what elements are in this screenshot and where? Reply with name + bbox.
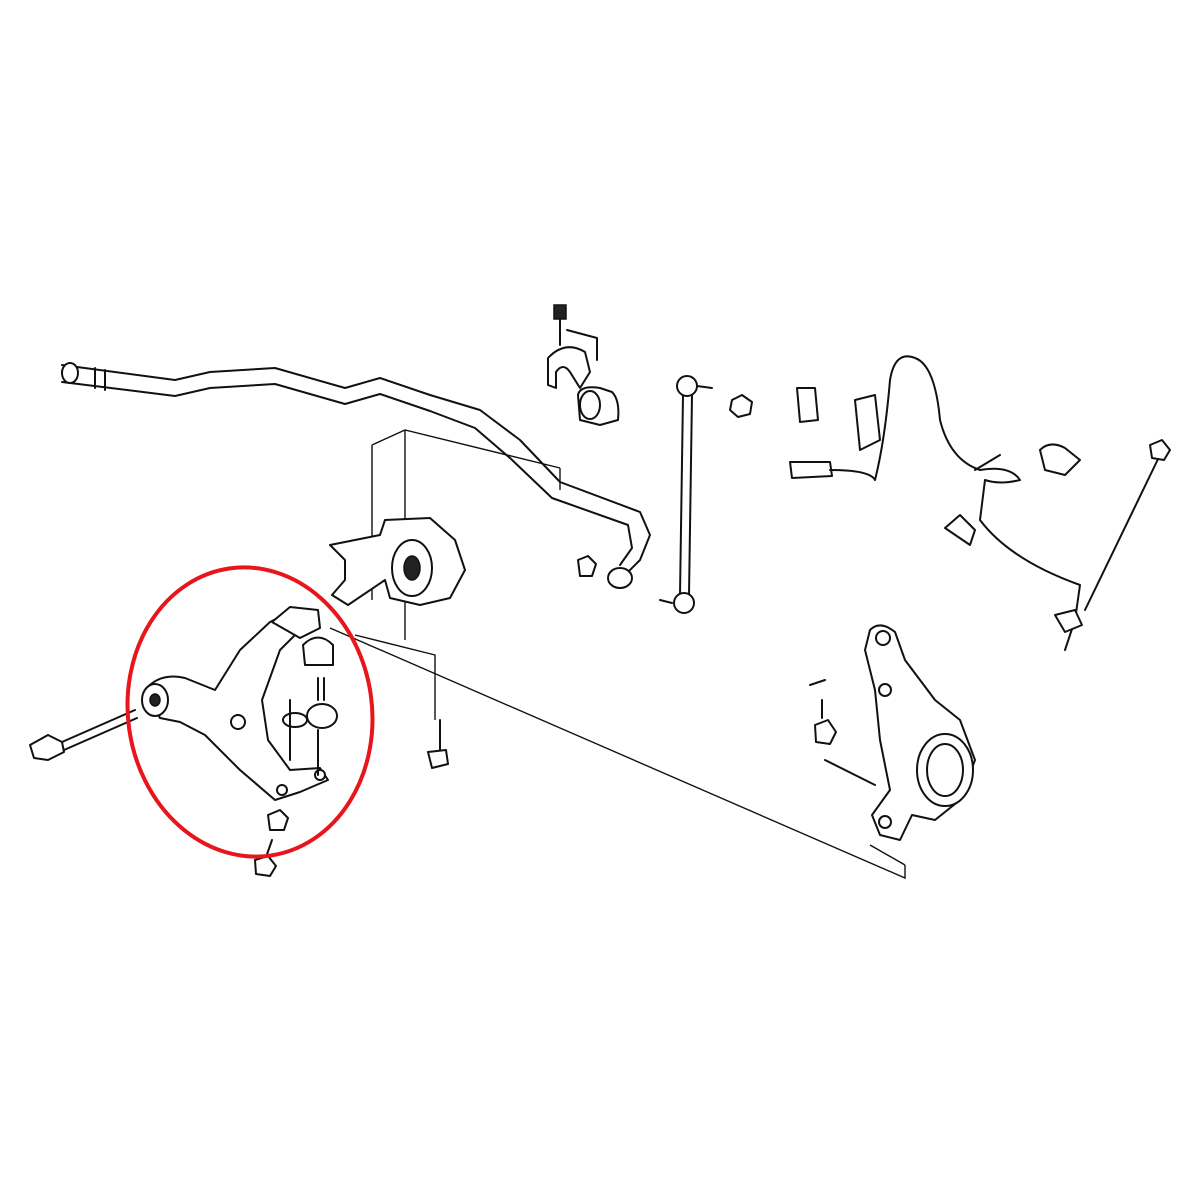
steering-knuckle <box>809 624 976 841</box>
ball-joint <box>282 636 338 776</box>
highlight-circle <box>125 565 375 859</box>
arm-bolts <box>254 719 449 877</box>
lower-control-arm <box>141 606 329 801</box>
compliance-bushing <box>329 517 466 606</box>
subframe-outline <box>329 429 906 880</box>
stabilizer-link <box>577 375 753 614</box>
stabilizer-bushing-bracket <box>547 304 598 389</box>
wheel-speed-sensor <box>789 355 1171 651</box>
stabilizer-bar <box>61 362 651 589</box>
control-arm-bolt <box>29 709 138 761</box>
stabilizer-bushing <box>577 386 620 426</box>
